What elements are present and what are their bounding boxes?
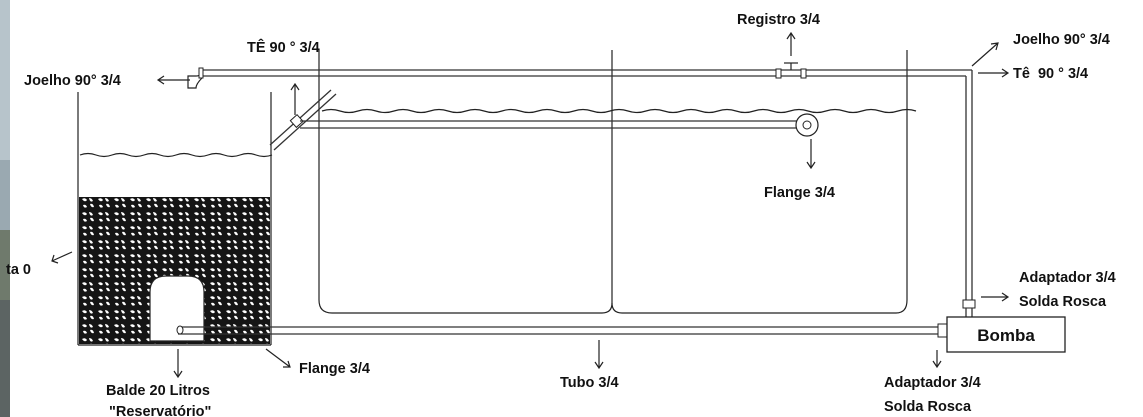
bottom-pipe <box>176 299 976 338</box>
registro-label: Registro 3/4 <box>737 12 820 28</box>
bomba-pump: Bomba <box>946 316 1066 353</box>
balde-label: Balde 20 Litros <box>106 383 210 399</box>
top-pipe <box>187 67 973 300</box>
te-fitting <box>289 113 304 129</box>
labels: Registro 3/4 TÊ 90 ° 3/4 Joelho 90° 3/4 … <box>6 12 1116 417</box>
reservatorio-label: "Reservatório" <box>109 404 211 417</box>
photo-strip <box>0 0 10 417</box>
adaptador-bottom-label: Adaptador 3/4 <box>884 375 981 391</box>
flange-bottom-label: Flange 3/4 <box>299 361 370 377</box>
solda-right-label: Solda Rosca <box>1019 294 1107 310</box>
adaptador-right-label: Adaptador 3/4 <box>1019 270 1116 286</box>
tubo-label: Tubo 3/4 <box>560 375 619 391</box>
bomba-label: Bomba <box>977 326 1035 345</box>
cut-left-label: ta 0 <box>6 262 31 278</box>
top-left-fitting <box>198 67 204 79</box>
grow-bed-tank <box>318 50 917 314</box>
bucket-reservoir <box>77 92 273 346</box>
bottom-adapter <box>937 323 948 338</box>
bucket-water-surface <box>79 152 273 158</box>
te-left-label: TÊ 90 ° 3/4 <box>247 38 320 56</box>
solda-bottom-label: Solda Rosca <box>884 399 972 415</box>
registro-valve <box>775 62 807 79</box>
joelho-left-label: Joelho 90° 3/4 <box>24 73 121 89</box>
inner-pipe <box>269 89 819 151</box>
te-right-label: Tê 90 ° 3/4 <box>1013 66 1088 82</box>
flange-mid-label: Flange 3/4 <box>764 185 835 201</box>
right-adapter <box>962 299 976 309</box>
annotation-arrows <box>51 31 1010 379</box>
joelho-right-label: Joelho 90° 3/4 <box>1013 32 1110 48</box>
bucket-inner-chamber <box>149 275 205 342</box>
tank-water-surface <box>321 108 917 114</box>
